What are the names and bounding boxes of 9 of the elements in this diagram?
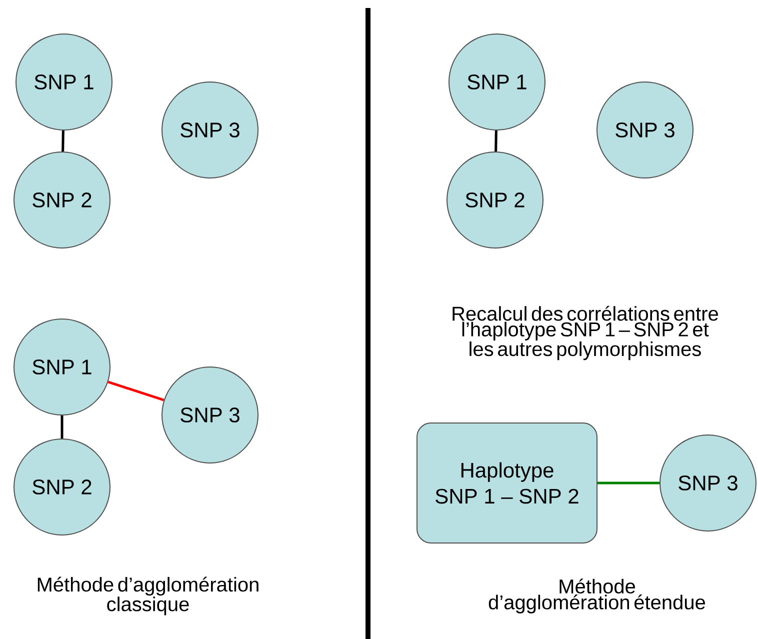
haplotype-box: Haplotype SNP 1 – SNP 2 [416, 422, 598, 544]
caption-text: Méthode d’agglomération étendue [488, 578, 706, 614]
caption-text: Recalcul des corrélations entre l’haplotype SNP 1 – SNP 2 et les autres polymorphismes [452, 306, 718, 360]
connector-line [598, 482, 660, 484]
connector-line [62, 130, 64, 152]
connector-line [60, 416, 64, 438]
connector-line [108, 380, 164, 402]
caption-text: Méthode d’agglomération classique [38, 576, 258, 616]
connector-line [494, 130, 498, 152]
